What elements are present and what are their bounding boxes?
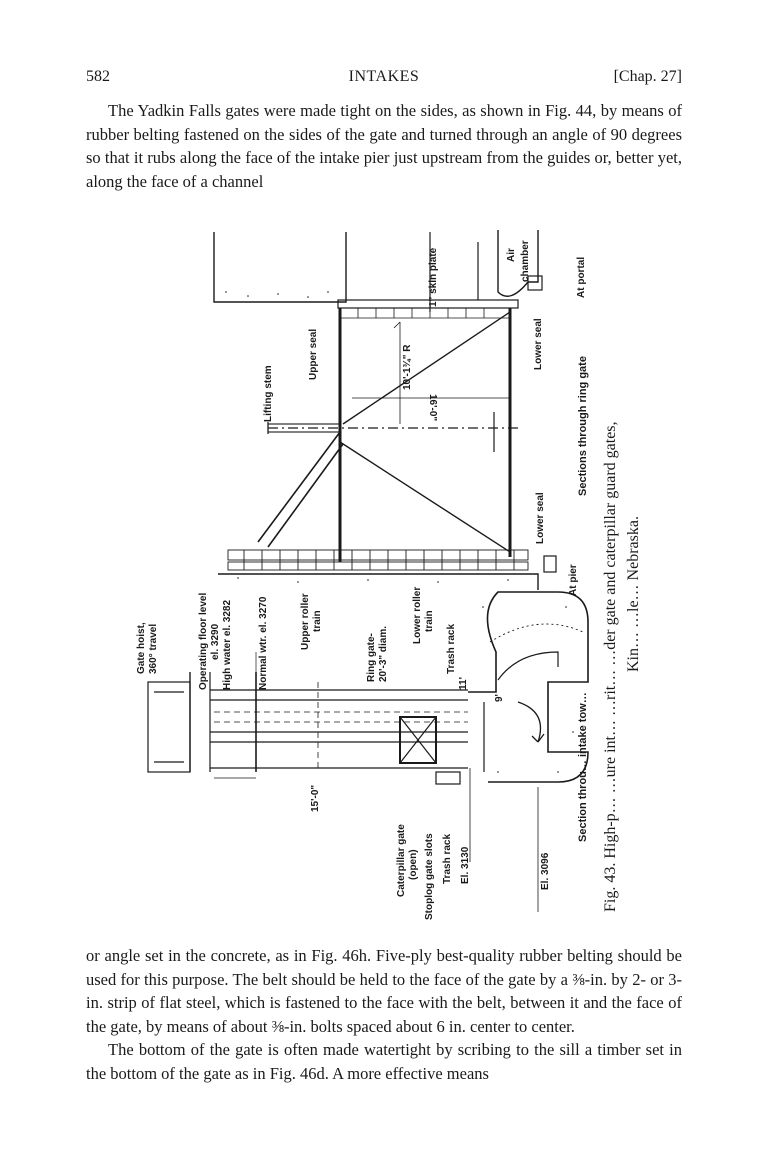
- label-stoplog: Stoplog gate slots: [424, 833, 435, 920]
- label-upper-seal: Upper seal: [308, 329, 319, 380]
- page-number: 582: [86, 68, 110, 85]
- label-caterpillar-1: Caterpillar gate: [396, 824, 407, 897]
- figure-caption-line2: Kin… …le… Nebraska.: [625, 516, 642, 672]
- label-at-portal: At portal: [576, 257, 587, 298]
- label-ring-gate-2: 20'-3" diam.: [378, 626, 389, 682]
- portal-structure: [497, 230, 539, 297]
- label-upper-roller-1: Upper roller: [300, 593, 311, 650]
- ring-gate-box: [399, 716, 437, 764]
- label-lower-roller-2: train: [424, 610, 435, 632]
- caption-ring-gate: Sections through ring gate: [577, 356, 589, 496]
- label-width-dim: 16'-0": [427, 394, 438, 421]
- intake-elbow: [468, 591, 589, 783]
- label-el-3290: el. 3290: [210, 623, 221, 660]
- label-dim-11: 11': [458, 677, 469, 690]
- label-el-3130: El. 3130: [460, 846, 471, 884]
- label-air: Air: [506, 248, 517, 262]
- label-lower-seal-top: Lower seal: [533, 318, 544, 370]
- label-lower-roller-1: Lower roller: [412, 587, 423, 644]
- label-caterpillar-2: (open): [408, 849, 419, 880]
- label-skin-plate: 1" skin plate: [428, 247, 439, 307]
- label-trash-rack-bottom: Trash rack: [442, 834, 453, 884]
- figure-43: 1" skin plate Air chamber At portal Uppe…: [136, 230, 642, 920]
- label-lifting-stem: Lifting stem: [263, 365, 274, 422]
- page-header: 582 INTAKES [Chap. 27]: [86, 68, 682, 92]
- paragraph-bottom: or angle set in the concrete, as in Fig.…: [86, 944, 682, 1085]
- paragraph-top: The Yadkin Falls gates were made tight o…: [86, 99, 682, 193]
- paragraph-text: The bottom of the gate is often made wat…: [86, 1040, 682, 1083]
- label-ring-gate-1: Ring gate-: [366, 633, 377, 682]
- caption-intake-tower: Section throu… intake tow…: [577, 692, 589, 842]
- label-gate-hoist-1: Gate hoist,: [136, 622, 147, 674]
- label-normal-water: Normal wtr. el. 3270: [258, 596, 269, 690]
- label-lower-seal-bottom: Lower seal: [535, 492, 546, 544]
- paragraph-text: or angle set in the concrete, as in Fig.…: [86, 946, 682, 1036]
- label-dim-9: 9': [494, 694, 505, 702]
- chapter-label: [Chap. 27]: [613, 68, 682, 85]
- running-title: INTAKES: [348, 68, 420, 85]
- label-dim-15: 15'-0": [310, 785, 321, 812]
- label-trash-rack-top: Trash rack: [446, 624, 457, 674]
- label-operating-floor: Operating floor level: [198, 593, 209, 690]
- label-at-pier: At pier: [568, 564, 579, 596]
- paragraph-text: The Yadkin Falls gates were made tight o…: [86, 101, 682, 191]
- label-chamber: chamber: [520, 240, 531, 282]
- flow-arrow: [517, 701, 542, 743]
- label-gate-hoist-2: 360° travel: [148, 624, 159, 674]
- label-upper-roller-2: train: [312, 610, 323, 632]
- hoist-house: [147, 681, 191, 773]
- label-high-water: High water el. 3282: [222, 600, 233, 690]
- lower-roller-row: [227, 549, 529, 571]
- upper-left-wall: [213, 232, 347, 303]
- label-el-3096: El. 3096: [540, 852, 551, 890]
- figure-caption-line1: Fig. 43. High-p… …ure int… …rit… …der ga…: [602, 421, 619, 912]
- label-radius: 10'-1¾" R: [402, 344, 413, 390]
